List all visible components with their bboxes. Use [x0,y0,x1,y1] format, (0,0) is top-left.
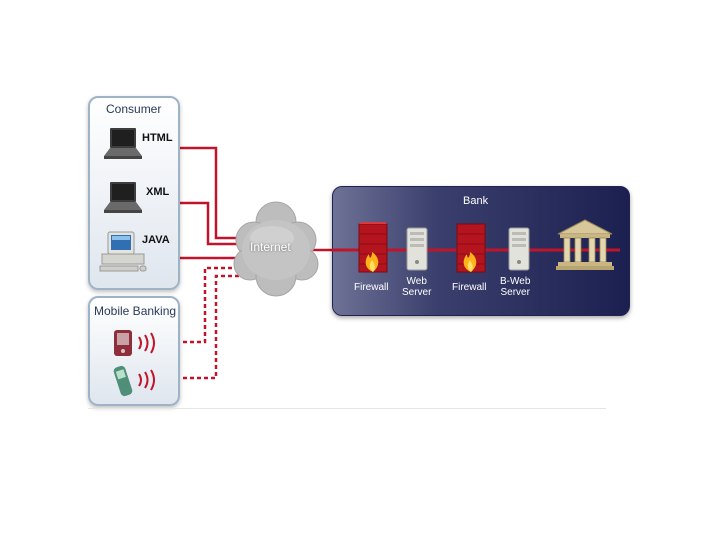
b-web-server-label-line1: B-Web [500,276,531,287]
firewall-icon [456,223,486,273]
pda-icon [114,330,155,356]
internet-cloud-icon [233,201,319,297]
laptop-icon [104,128,142,159]
web-server-label-line2: Server [402,287,432,298]
desktop-computer-icon [99,231,147,272]
mobile-banking-title: Mobile Banking [94,304,177,318]
firewall-label: Firewall [354,282,389,293]
html-label: HTML [142,132,173,144]
xml-label: XML [146,186,170,198]
bank-building-icon [556,219,614,270]
web-server-label: Web Server [402,276,431,298]
pda-connection-line [162,266,244,344]
mobile-banking-panel: Mobile Banking [88,296,180,406]
mobile-phone-icon [113,365,155,397]
internet-label: Internet [250,240,291,254]
b-web-server-label-line2: Server [500,287,530,298]
consumer-title: Consumer [106,102,162,116]
b-web-server-label: B-Web Server [500,276,530,298]
firewall-icon [358,222,388,273]
laptop-icon [104,182,142,213]
bank-title: Bank [463,195,489,207]
web-server-label-line1: Web [406,276,427,287]
java-label: JAVA [142,234,170,246]
phone-connection-line [162,274,244,380]
firewall-label: Firewall [452,282,487,293]
server-icon [508,227,530,271]
divider-line [88,408,606,409]
html-connection-line [148,146,250,240]
server-icon [406,227,428,271]
